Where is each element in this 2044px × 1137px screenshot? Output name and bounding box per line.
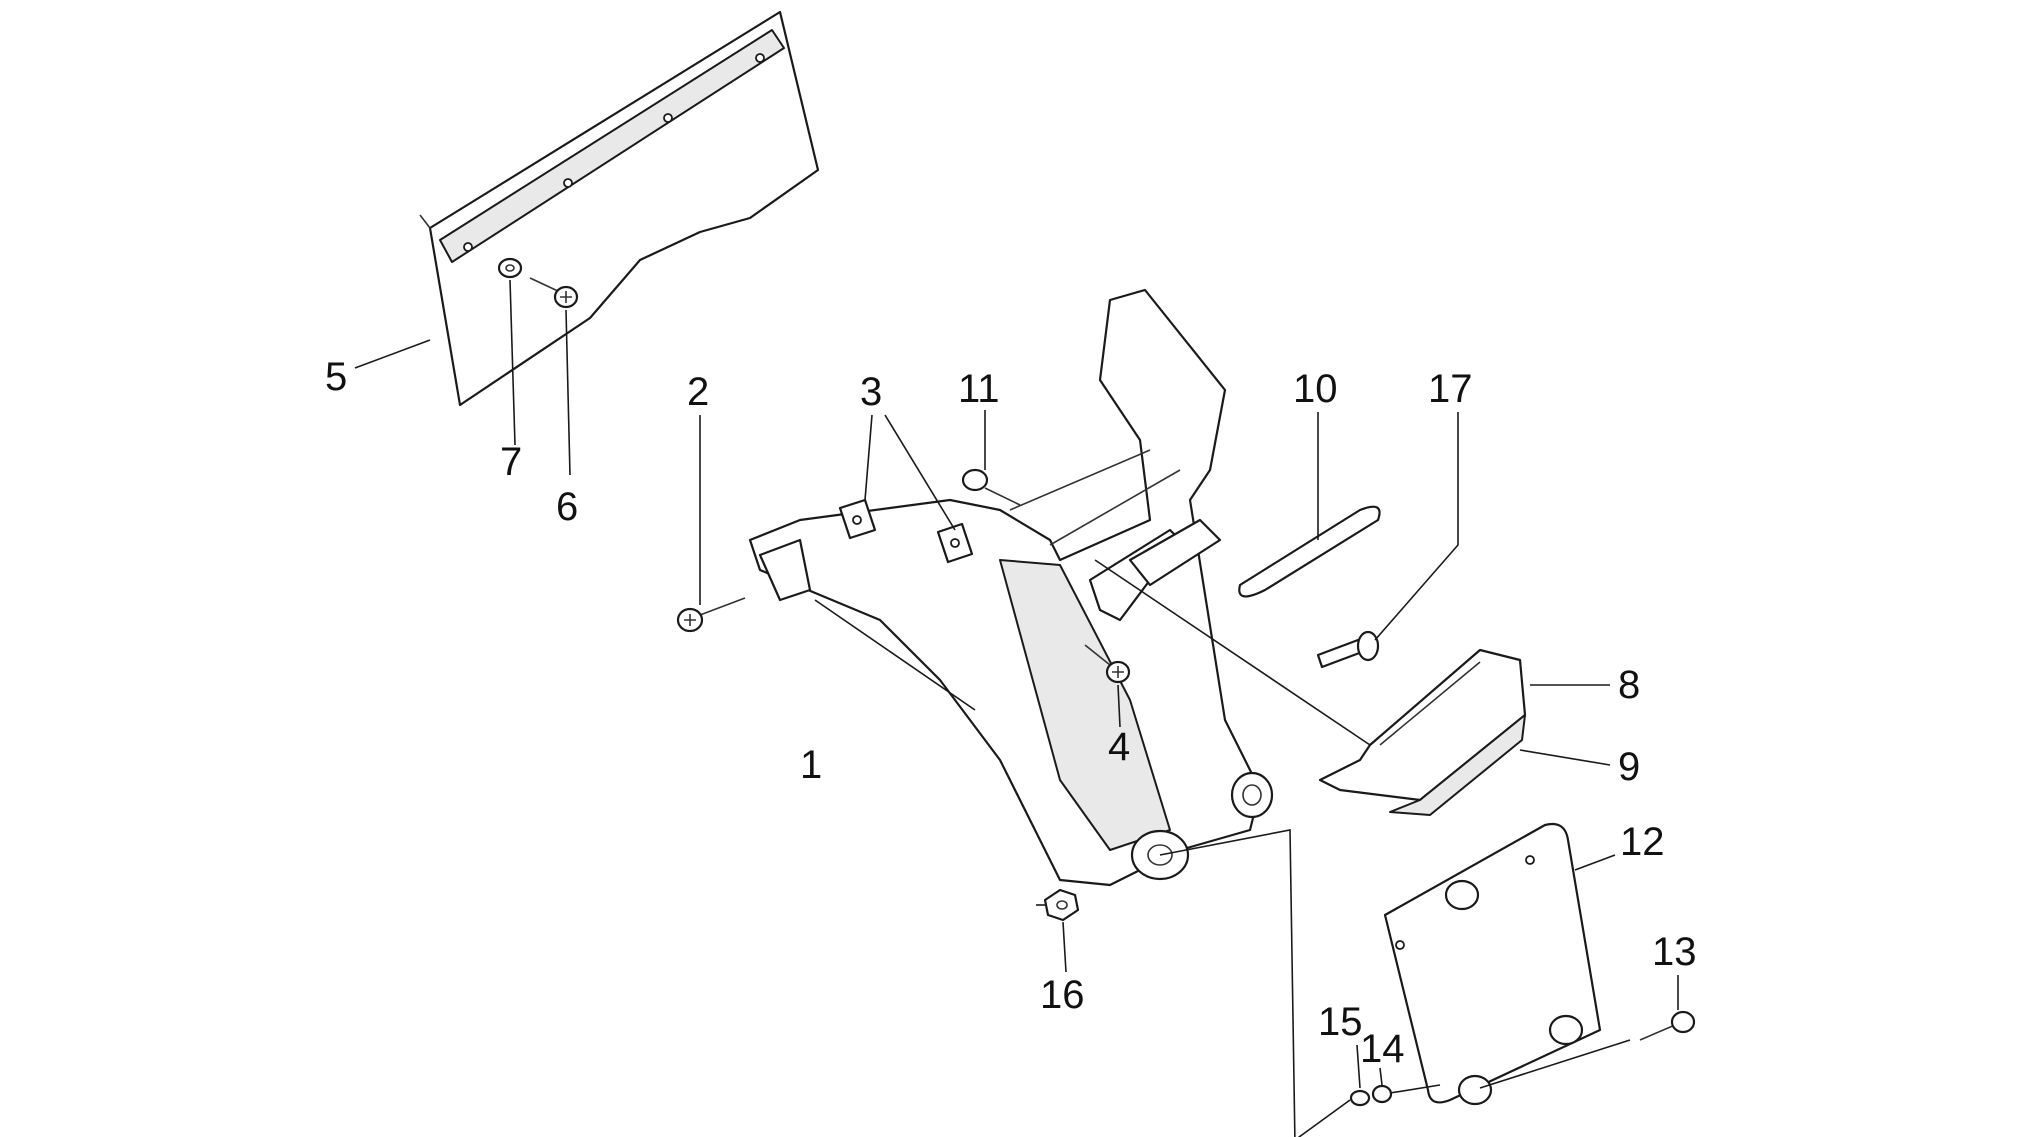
screw-part-4 <box>1084 644 1131 684</box>
callout-15: 15 <box>1318 1000 1363 1044</box>
washer-part-7 <box>497 257 523 279</box>
callout-2: 2 <box>687 370 709 414</box>
clip-part-3-right <box>936 522 974 564</box>
callout-13: 13 <box>1652 930 1697 974</box>
callout-4: 4 <box>1108 725 1130 769</box>
washer-part-14 <box>1371 1084 1393 1104</box>
nut-part-16 <box>1043 888 1080 922</box>
callout-5: 5 <box>325 355 347 399</box>
screw-part-6 <box>529 277 579 309</box>
callout-16: 16 <box>1040 973 1085 1017</box>
callout-8: 8 <box>1618 663 1640 707</box>
callout-10: 10 <box>1293 367 1338 411</box>
plate-light-part-8-9 <box>1318 648 1527 816</box>
assembly-lines <box>1036 559 1631 1137</box>
callout-9: 9 <box>1618 745 1640 789</box>
callout-17: 17 <box>1428 367 1473 411</box>
callout-12: 12 <box>1620 820 1665 864</box>
reflector-part-10 <box>1238 505 1381 598</box>
clip-part-3-left <box>838 498 877 540</box>
callout-14: 14 <box>1360 1027 1405 1071</box>
pin-part-17 <box>1316 630 1380 669</box>
screw-part-2 <box>676 597 746 633</box>
washer-part-15 <box>1349 1089 1371 1107</box>
plate-holder-part-12 <box>1383 822 1602 1106</box>
rear-bracket-part-1 <box>748 288 1274 887</box>
mud-flap-part-5 <box>419 10 820 407</box>
callout-11: 11 <box>958 367 1000 411</box>
callout-leaders <box>354 279 1679 1089</box>
callout-1: 1 <box>800 743 822 787</box>
callout-7: 7 <box>500 440 522 484</box>
callout-labels: 1 2 3 4 5 6 7 8 9 10 11 12 13 14 15 16 1… <box>325 355 1697 1071</box>
screw-part-11 <box>961 468 1021 506</box>
callout-6: 6 <box>556 485 578 529</box>
callout-3: 3 <box>860 370 882 414</box>
screw-part-13 <box>1639 1010 1696 1041</box>
